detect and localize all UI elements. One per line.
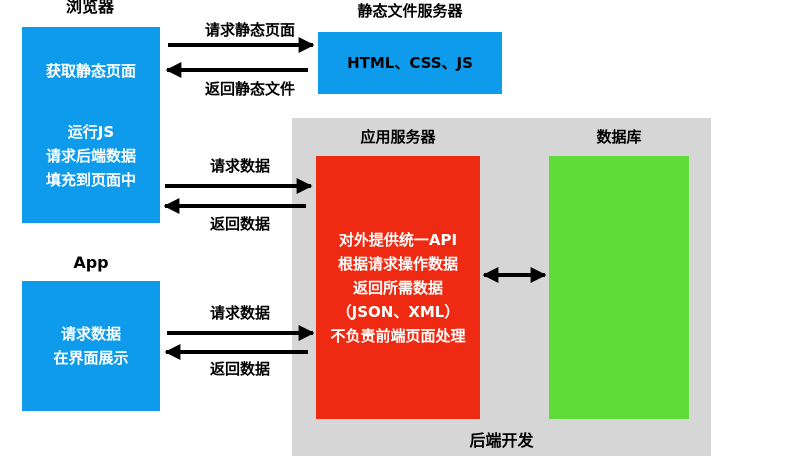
database-title: 数据库 bbox=[596, 128, 642, 146]
app-server-line-return: 返回所需数据 bbox=[352, 278, 443, 297]
app-server-box: 对外提供统一API 根据请求操作数据 返回所需数据 （JSON、XML） 不负责… bbox=[316, 156, 480, 419]
app-server-title: 应用服务器 bbox=[360, 128, 436, 146]
app-return-data-label: 返回数据 bbox=[209, 360, 270, 378]
static-server-files-text: HTML、CSS、JS bbox=[347, 54, 473, 72]
app-request-line: 请求数据 bbox=[60, 325, 121, 343]
browser-fill-page-line: 填充到页面中 bbox=[45, 171, 136, 189]
app-server-line-no-frontend: 不负责前端页面处理 bbox=[330, 326, 466, 345]
browser-return-data-label: 返回数据 bbox=[209, 215, 270, 233]
browser-title: 浏览器 bbox=[65, 0, 114, 16]
browser-fetch-static-text: 获取静态页面 bbox=[45, 62, 136, 80]
app-server-line-operate: 根据请求操作数据 bbox=[337, 254, 458, 273]
app-request-data-label: 请求数据 bbox=[209, 304, 270, 322]
app-display-line: 在界面展示 bbox=[53, 349, 129, 367]
browser-request-data-label: 请求数据 bbox=[209, 157, 270, 175]
browser-request-backend-line: 请求后端数据 bbox=[45, 147, 136, 165]
app-title: App bbox=[73, 253, 109, 272]
backend-label: 后端开发 bbox=[469, 431, 534, 450]
request-static-label: 请求静态页面 bbox=[204, 21, 295, 39]
browser-run-js-line: 运行JS bbox=[67, 123, 115, 141]
browser-box: 获取静态页面 运行JS 请求后端数据 填充到页面中 bbox=[22, 27, 160, 223]
static-server-box: HTML、CSS、JS bbox=[318, 32, 502, 94]
app-server-line-format: （JSON、XML） bbox=[336, 302, 460, 321]
return-static-label: 返回静态文件 bbox=[204, 80, 295, 98]
static-server-title: 静态文件服务器 bbox=[357, 2, 463, 20]
app-server-line-api: 对外提供统一API bbox=[338, 230, 458, 249]
app-box: 请求数据 在界面展示 bbox=[22, 281, 160, 411]
database-box bbox=[549, 156, 689, 419]
